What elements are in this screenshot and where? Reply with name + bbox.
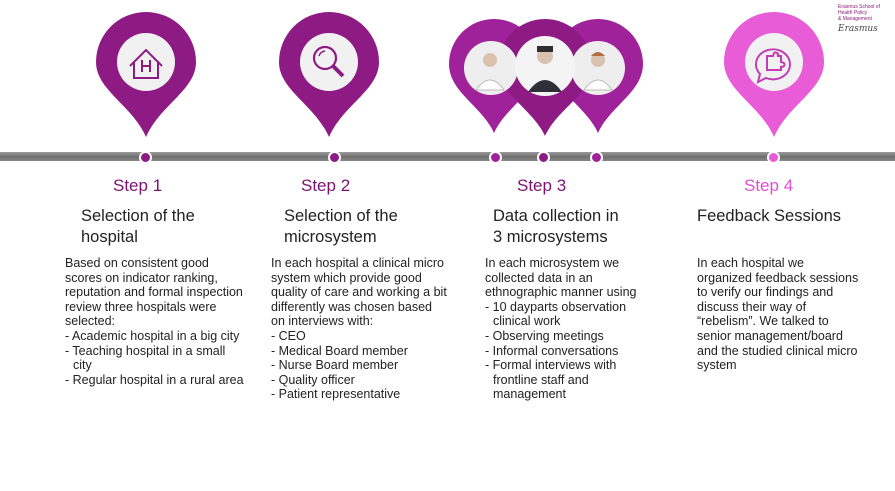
step3-bullet: - Formal interviews with frontline staff… bbox=[485, 358, 617, 402]
house-icon bbox=[129, 48, 163, 79]
staff-icon bbox=[475, 46, 613, 92]
timeline-dot-step4 bbox=[767, 151, 780, 164]
step4-body: In each hospital we organized feedback s… bbox=[697, 256, 862, 373]
step4-intro: In each hospital we organized feedback s… bbox=[697, 256, 859, 373]
step1-subtitle-line1: Selection of the bbox=[81, 207, 195, 225]
step2-bullet: - Patient representative bbox=[271, 387, 401, 402]
step2-body: In each hospital a clinical micro system… bbox=[271, 256, 449, 402]
step2-bullet: - CEO bbox=[271, 328, 306, 343]
step2-title: Step 2 bbox=[301, 176, 351, 195]
timeline-dot-step3a bbox=[489, 151, 502, 164]
step3-subtitle-line2: 3 microsystems bbox=[493, 228, 608, 246]
step1-pin bbox=[96, 11, 196, 138]
step1-bullet: - Teaching hospital in a small city bbox=[65, 343, 226, 373]
step1-body: Based on consistent good scores on indic… bbox=[65, 256, 247, 387]
timeline-dot-step3c bbox=[590, 151, 603, 164]
step2-pin bbox=[279, 11, 379, 138]
magnifier-icon bbox=[312, 45, 345, 78]
logo-line-1: Erasmus School of bbox=[838, 4, 880, 10]
step3-bullet: - Informal conversations bbox=[485, 343, 619, 358]
step1-subtitle-line2: hospital bbox=[81, 228, 138, 246]
step3-bullet: - 10 dayparts observation clinical work bbox=[485, 299, 627, 329]
step2-bullet: - Nurse Board member bbox=[271, 358, 399, 373]
step4-title: Step 4 bbox=[744, 176, 794, 195]
step1-intro: Based on consistent good scores on indic… bbox=[65, 256, 243, 329]
step3-body: In each microsystem we collected data in… bbox=[485, 256, 655, 402]
step3-bullet: - Observing meetings bbox=[485, 328, 604, 343]
logo-signature: Erasmus bbox=[838, 24, 878, 34]
step1-bullet: - Regular hospital in a rural area bbox=[65, 372, 244, 387]
timeline-dot-step1 bbox=[139, 151, 152, 164]
step2-bullet: - Quality officer bbox=[271, 372, 355, 387]
logo-line-2: Health Policy bbox=[838, 10, 868, 16]
step3-intro: In each microsystem we collected data in… bbox=[485, 256, 637, 300]
timeline-bar bbox=[0, 152, 895, 161]
step2-bullet: - Medical Board member bbox=[271, 343, 408, 358]
logo-line-3: & Management bbox=[838, 16, 872, 22]
step1-bullet: - Academic hospital in a big city bbox=[65, 328, 240, 343]
puzzle-chat-icon bbox=[755, 48, 791, 84]
timeline-dot-step2 bbox=[328, 151, 341, 164]
step4-subtitle-line1: Feedback Sessions bbox=[697, 207, 841, 225]
step2-intro: In each hospital a clinical micro system… bbox=[271, 256, 447, 329]
step3-subtitle-line1: Data collection in bbox=[493, 207, 619, 225]
step2-subtitle-line1: Selection of the bbox=[284, 207, 398, 225]
step4-pin bbox=[724, 11, 824, 138]
step3-pins bbox=[449, 18, 643, 136]
timeline-dot-step3b bbox=[537, 151, 550, 164]
step1-title: Step 1 bbox=[113, 176, 163, 195]
step3-title: Step 3 bbox=[517, 176, 567, 195]
step2-subtitle-line2: microsystem bbox=[284, 228, 377, 246]
erasmus-logo: Erasmus School of Health Policy & Manage… bbox=[838, 4, 890, 44]
